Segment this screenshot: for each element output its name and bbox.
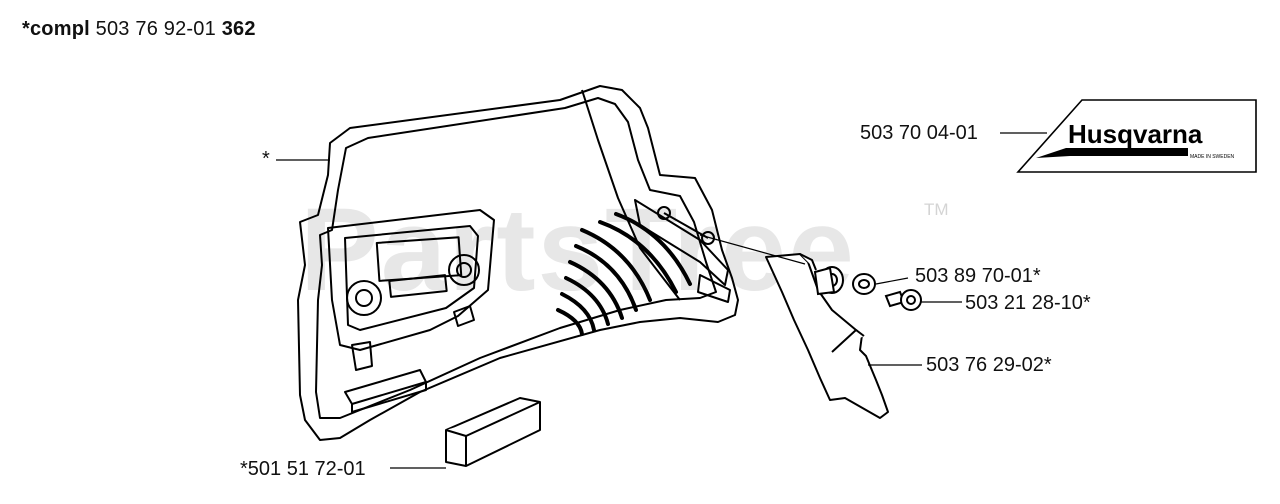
callout-guard-plate: 503 76 29-02*: [926, 354, 1052, 376]
callout-decal: 503 70 04-01: [860, 122, 978, 144]
decal-part: Husqvarna MADE IN SWEDEN: [1016, 99, 1257, 173]
leader-lines: [276, 132, 1047, 469]
buffer-part: [445, 397, 541, 467]
fastener-parts: [813, 266, 922, 311]
callout-screw: 503 21 28-10*: [965, 292, 1091, 314]
watermark-text: PartsTree: [300, 184, 856, 316]
header-prefix: *compl: [22, 18, 90, 40]
callout-washer: 503 89 70-01*: [915, 265, 1041, 287]
logo-small-text: MADE IN SWEDEN: [1190, 154, 1235, 160]
watermark-trademark: TM: [924, 200, 949, 219]
callout-cover: *: [262, 148, 270, 170]
assembly-header: *compl 503 76 92-01 362: [22, 18, 256, 41]
header-model: 362: [221, 18, 256, 40]
logo-brand: Husqvarna: [1068, 119, 1203, 149]
header-part-number: 503 76 92-01: [95, 18, 216, 40]
cooling-fins: [556, 212, 692, 336]
callout-buffer: *501 51 72-01: [240, 458, 366, 480]
